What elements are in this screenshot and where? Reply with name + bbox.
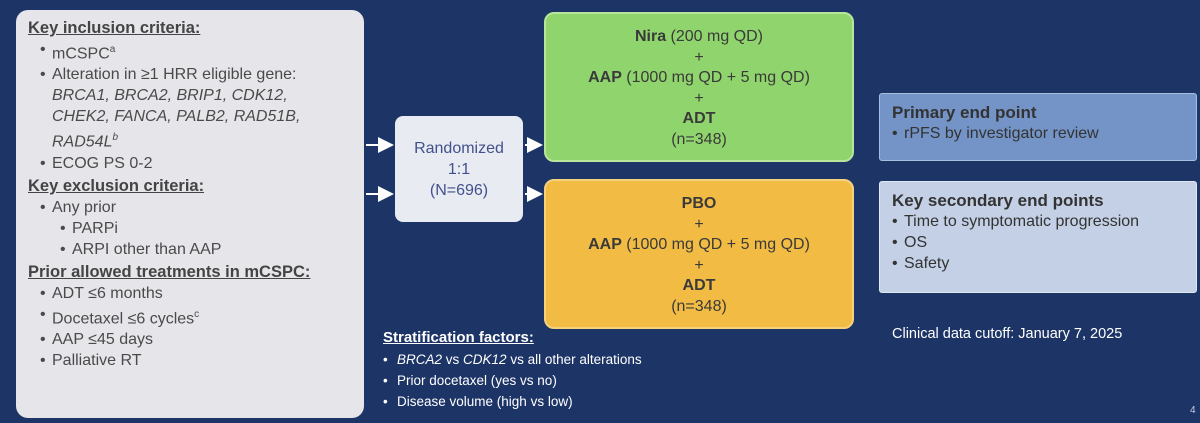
inclusion-item-hrr: Alteration in ≥1 HRR eligible gene: <box>40 64 354 85</box>
prior-item-docetaxel: Docetaxel ≤6 cyclesc <box>40 304 354 329</box>
pbo-n: (n=348) <box>671 297 727 315</box>
data-cutoff-note: Clinical data cutoff: January 7, 2025 <box>892 326 1123 342</box>
exclusion-sub-arpi: ARPI other than AAP <box>60 239 354 260</box>
exclusion-sub-parpi: PARPi <box>60 218 354 239</box>
stratification-title: Stratification factors: <box>383 329 534 346</box>
secondary-endpoints-box: Key secondary end points Time to symptom… <box>879 181 1197 293</box>
stratification-item: Disease volume (high vs low) <box>383 391 642 412</box>
pbo-drug: PBO <box>681 195 717 212</box>
nira-aap: AAP <box>588 69 622 86</box>
inclusion-item-mcspc: mCSPCa <box>40 39 354 64</box>
secondary-endpoints-title: Key secondary end points <box>892 191 1104 210</box>
secondary-endpoint-item: Safety <box>892 253 1184 274</box>
exclusion-item-any-prior: Any prior <box>40 197 354 218</box>
stratification-item: BRCA2 vs CDK12 vs all other alterations <box>383 349 642 370</box>
primary-endpoint-box: Primary end point rPFS by investigator r… <box>879 93 1197 161</box>
nira-adt: ADT <box>682 110 716 127</box>
nira-drug: Nira <box>634 28 667 45</box>
pbo-aap: AAP <box>588 236 622 253</box>
inclusion-item-ecog: ECOG PS 0-2 <box>40 153 354 174</box>
prior-item-aap: AAP ≤45 days <box>40 329 354 350</box>
stratification-factors: Stratification factors: BRCA2 vs CDK12 v… <box>383 327 642 412</box>
secondary-endpoint-item: Time to symptomatic progression <box>892 211 1184 232</box>
criteria-panel: Key inclusion criteria: mCSPCa Alteratio… <box>16 10 364 418</box>
hrr-gene-list: BRCA1, BRCA2, BRIP1, CDK12, CHEK2, FANCA… <box>52 87 301 151</box>
primary-endpoint-title: Primary end point <box>892 103 1037 122</box>
pbo-adt: ADT <box>682 277 716 294</box>
stratification-item: Prior docetaxel (yes vs no) <box>383 370 642 391</box>
pbo-arm-box: PBO + AAP (1000 mg QD + 5 mg QD) + ADT (… <box>544 179 854 329</box>
primary-endpoint-item: rPFS by investigator review <box>892 123 1184 144</box>
secondary-endpoint-item: OS <box>892 232 1184 253</box>
inclusion-title: Key inclusion criteria: <box>28 19 201 37</box>
randomized-box: Randomized 1:1 (N=696) <box>395 116 523 222</box>
prior-item-palliative-rt: Palliative RT <box>40 350 354 371</box>
prior-treatments-title: Prior allowed treatments in mCSPC: <box>28 262 311 281</box>
nira-n: (n=348) <box>671 130 727 148</box>
prior-item-adt: ADT ≤6 months <box>40 283 354 304</box>
page-number: 4 <box>1190 405 1196 416</box>
nira-arm-box: Nira (200 mg QD) + AAP (1000 mg QD + 5 m… <box>544 12 854 162</box>
exclusion-title: Key exclusion criteria: <box>28 176 205 195</box>
